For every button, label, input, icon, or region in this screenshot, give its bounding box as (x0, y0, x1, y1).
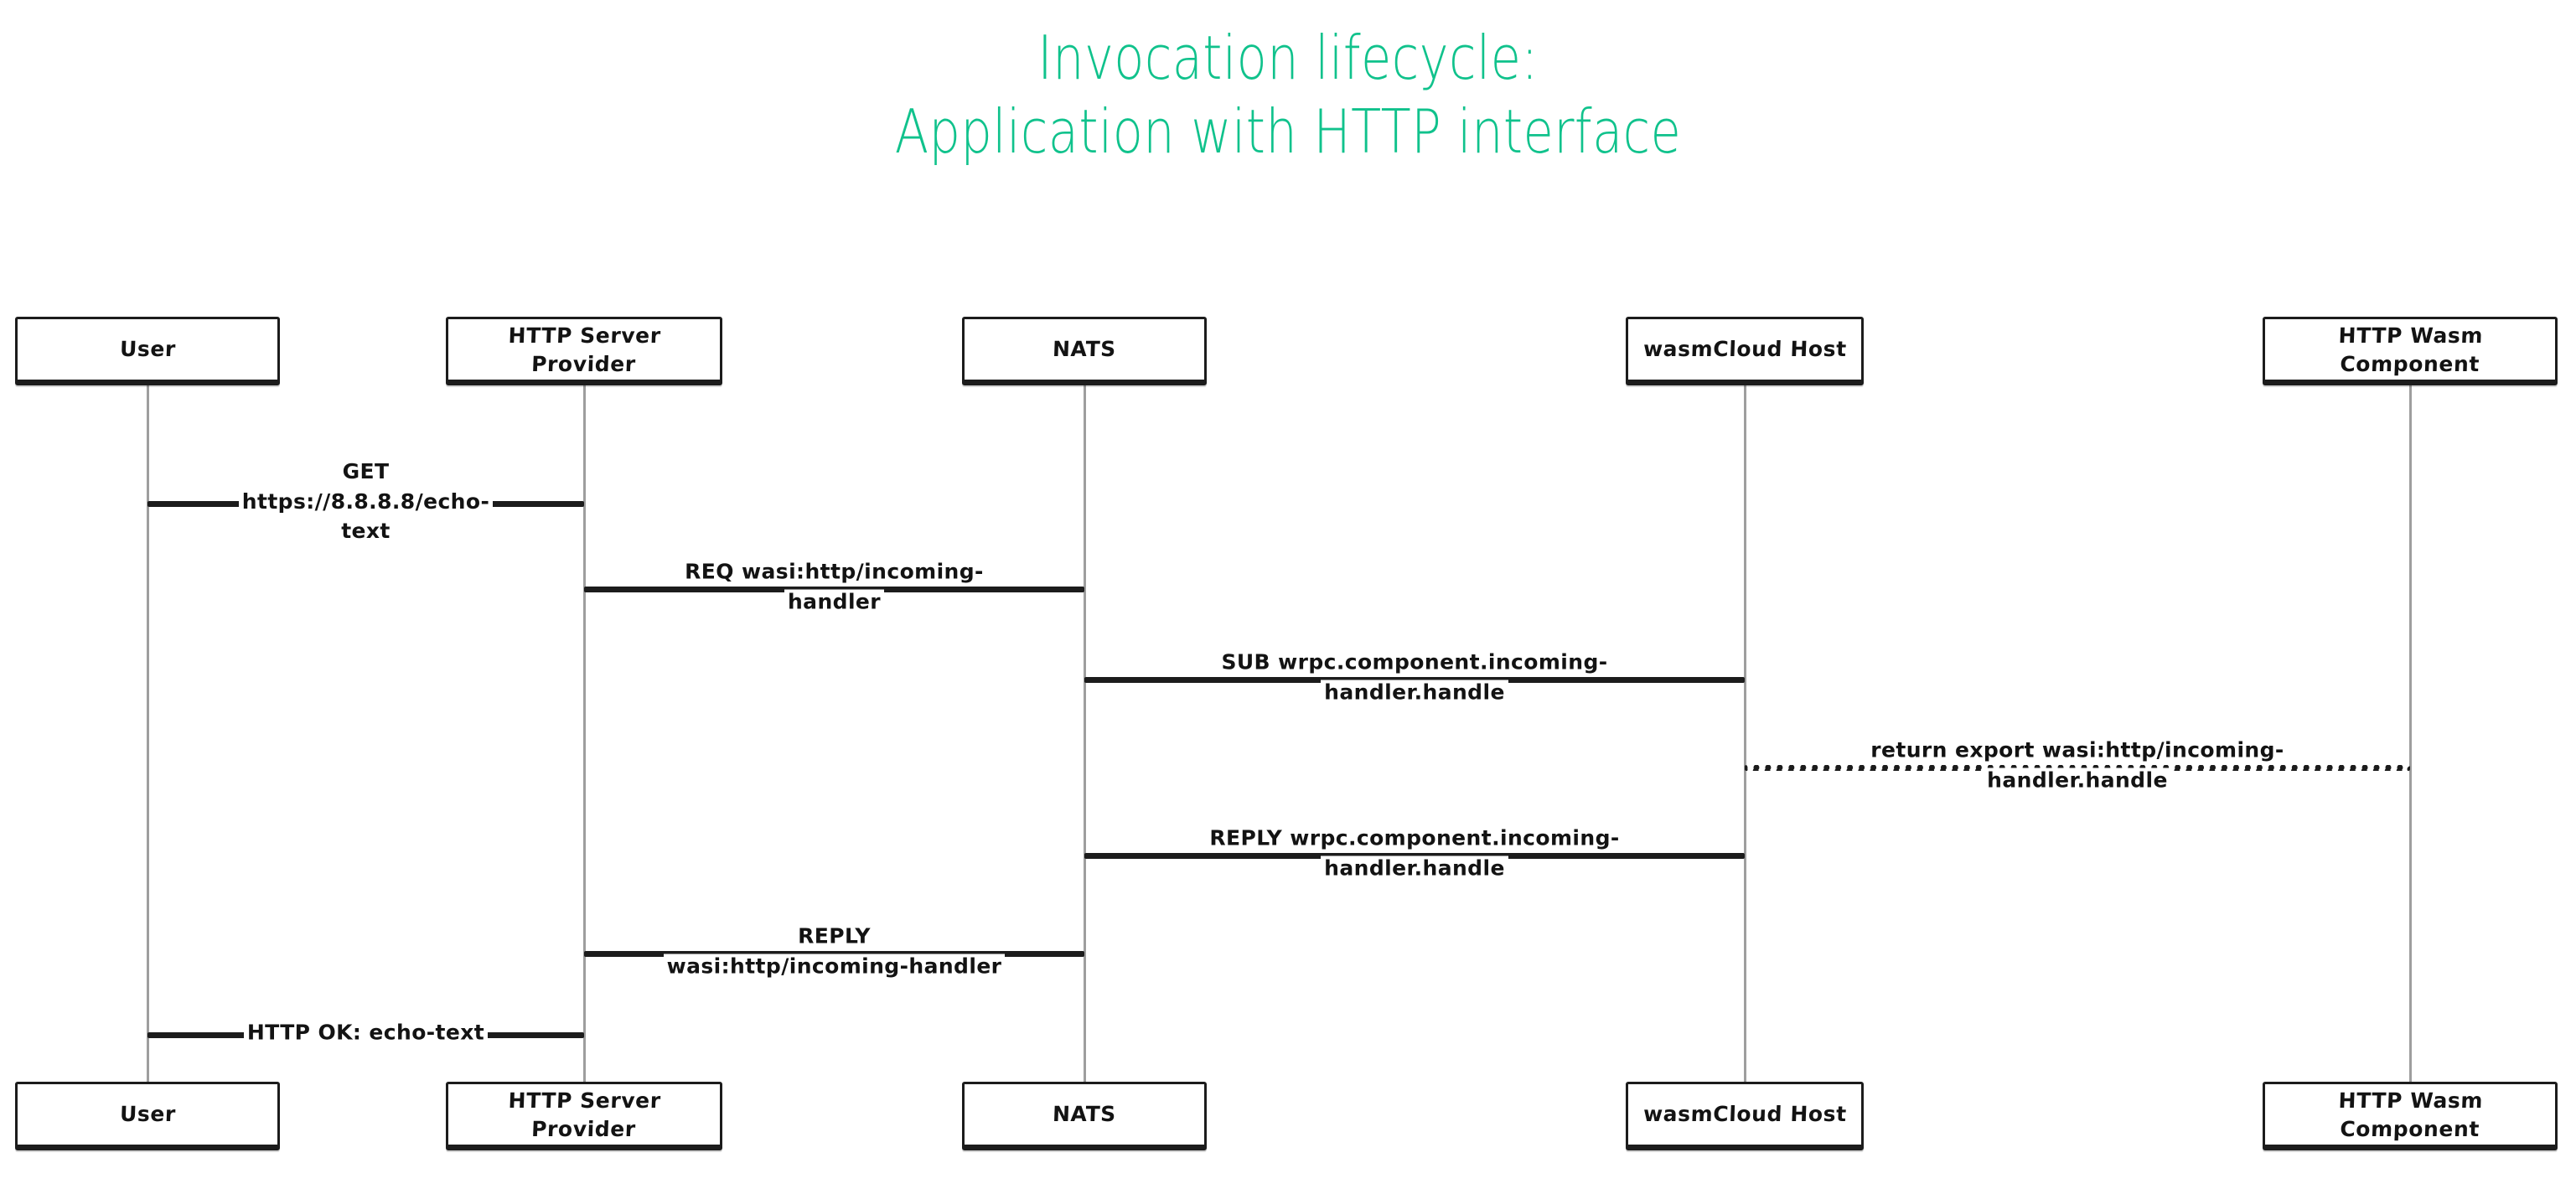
lifeline-component (2409, 385, 2412, 1082)
participant-label-nats: NATS (1052, 337, 1117, 362)
lifeline-nats (1084, 385, 1086, 1082)
message-line-m3 (1084, 677, 1745, 683)
participant-label-user: User (119, 1102, 176, 1127)
participant-label-host: wasmCloud Host (1642, 337, 1847, 362)
title-line-2: Application with HTTP interface (894, 96, 1682, 167)
participant-box-nats-top[interactable]: NATS (962, 317, 1207, 385)
message-line-m2 (584, 587, 1084, 592)
participant-box-user-bottom[interactable]: User (15, 1082, 280, 1150)
message-line-m5 (1084, 853, 1745, 859)
lifeline-provider (583, 385, 586, 1082)
lifeline-host (1744, 385, 1746, 1082)
message-line-m7 (147, 1032, 584, 1038)
participant-box-nats-bottom[interactable]: NATS (962, 1082, 1207, 1150)
participant-box-component-bottom[interactable]: HTTP Wasm Component (2263, 1082, 2558, 1150)
participant-box-user-top[interactable]: User (15, 317, 280, 385)
participant-label-component: HTTP Wasm Component (2337, 323, 2484, 376)
participant-box-host-bottom[interactable]: wasmCloud Host (1626, 1082, 1864, 1150)
message-line-m4 (1745, 765, 2410, 771)
participant-box-component-top[interactable]: HTTP Wasm Component (2263, 317, 2558, 385)
lifeline-user (147, 385, 149, 1082)
participant-label-nats: NATS (1052, 1102, 1117, 1127)
participant-box-provider-bottom[interactable]: HTTP Server Provider (446, 1082, 722, 1150)
diagram-title: Invocation lifecycle: Application with H… (0, 22, 2576, 169)
participant-label-provider: HTTP Server Provider (508, 323, 662, 376)
participant-box-host-top[interactable]: wasmCloud Host (1626, 317, 1864, 385)
participant-label-user: User (119, 337, 176, 362)
title-line-1: Invocation lifecycle: (1037, 23, 1539, 93)
participant-box-provider-top[interactable]: HTTP Server Provider (446, 317, 722, 385)
message-line-m1 (147, 501, 584, 507)
participant-label-provider: HTTP Server Provider (508, 1088, 662, 1141)
participant-label-host: wasmCloud Host (1642, 1102, 1847, 1127)
message-line-m6 (584, 951, 1084, 957)
participant-label-component: HTTP Wasm Component (2337, 1088, 2484, 1141)
